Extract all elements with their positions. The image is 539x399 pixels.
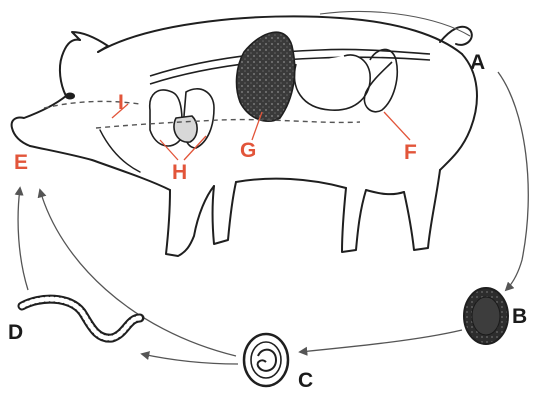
pig-front-leg-front	[166, 186, 214, 256]
egg-B-inner	[472, 297, 500, 335]
pig-head-top	[60, 40, 80, 96]
pig-eye	[66, 94, 74, 99]
label-B: B	[512, 306, 527, 327]
arrow-D-to-E	[18, 188, 28, 290]
egg-stage-C	[244, 334, 288, 386]
arrow-top-arc	[320, 11, 470, 36]
label-G: G	[240, 140, 256, 161]
pig-hind-leg-front	[342, 188, 404, 252]
pig-front-leg-rear	[213, 182, 237, 244]
label-E: E	[14, 152, 28, 173]
pig-organs	[150, 32, 430, 148]
liver-organ	[237, 32, 295, 121]
label-F: F	[404, 142, 417, 163]
pig-snout	[12, 96, 66, 146]
pointer-F	[384, 112, 410, 140]
label-I: I	[118, 92, 124, 113]
arrow-C-to-D	[142, 354, 238, 364]
arrow-B-to-C	[300, 330, 462, 352]
arrow-A-to-B	[498, 72, 528, 290]
pig-hind-leg-rear	[404, 170, 440, 250]
label-A: A	[470, 52, 485, 73]
worm-stage-D	[22, 299, 140, 338]
egg-stage-B	[464, 288, 508, 344]
pig-chest	[30, 146, 170, 190]
pig-belly	[236, 179, 346, 188]
arrow-C-to-E	[40, 190, 236, 356]
heart-organ	[174, 116, 197, 142]
stomach-organ	[294, 55, 370, 110]
pig-ear	[72, 32, 108, 52]
label-D: D	[8, 322, 23, 343]
label-C: C	[298, 370, 313, 391]
migration-dash-body	[96, 120, 360, 128]
label-H: H	[172, 162, 187, 183]
